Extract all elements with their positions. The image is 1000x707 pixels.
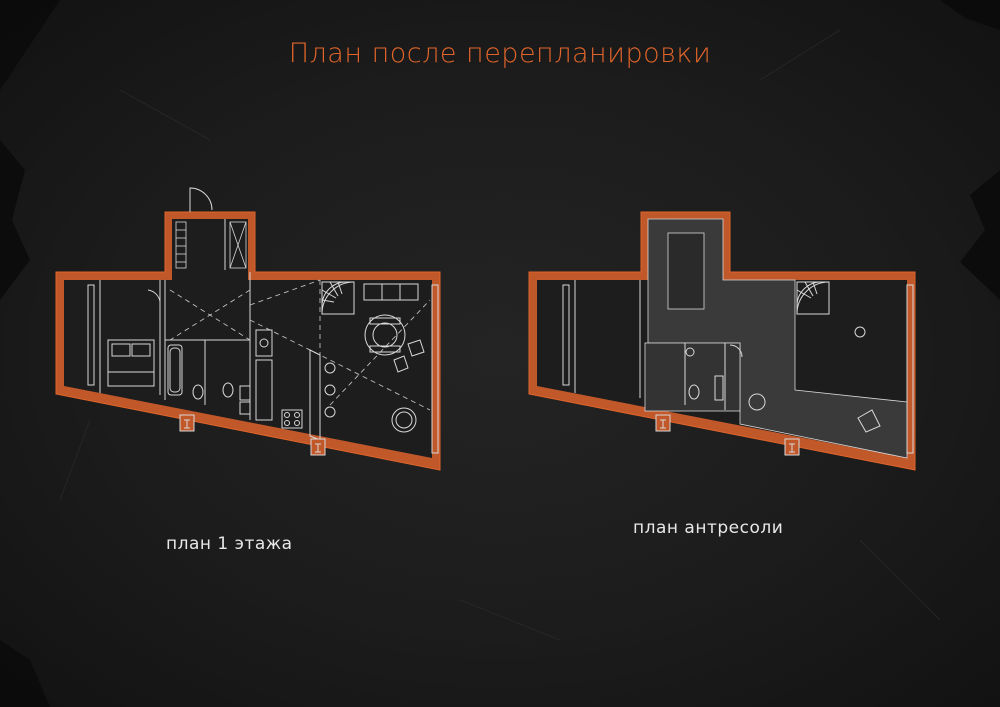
column-icon — [655, 414, 800, 456]
door-swing-icon — [189, 187, 213, 212]
spiral-stair-icon — [796, 281, 830, 315]
sink-icon — [239, 329, 273, 415]
mezzanine-caption: план антресоли — [633, 518, 784, 538]
floor1-plan — [55, 187, 441, 471]
closet-icon — [175, 221, 247, 269]
bed-icon — [107, 339, 155, 387]
mezzanine-plan — [528, 211, 916, 471]
bathtub-icon — [167, 344, 183, 396]
spiral-stair-icon — [321, 281, 355, 315]
floor1-caption: план 1 этажа — [166, 534, 293, 554]
sofa-icon — [363, 283, 419, 301]
toilet-icon — [685, 347, 724, 401]
column-icon — [179, 414, 326, 456]
stool-icon — [324, 362, 336, 418]
window-icon — [562, 284, 914, 454]
stove-icon — [281, 409, 303, 429]
window-icon — [87, 284, 439, 454]
dining-table-icon — [364, 314, 425, 373]
toilet-icon — [192, 382, 234, 400]
page-title: План после перепланировки — [288, 38, 712, 69]
